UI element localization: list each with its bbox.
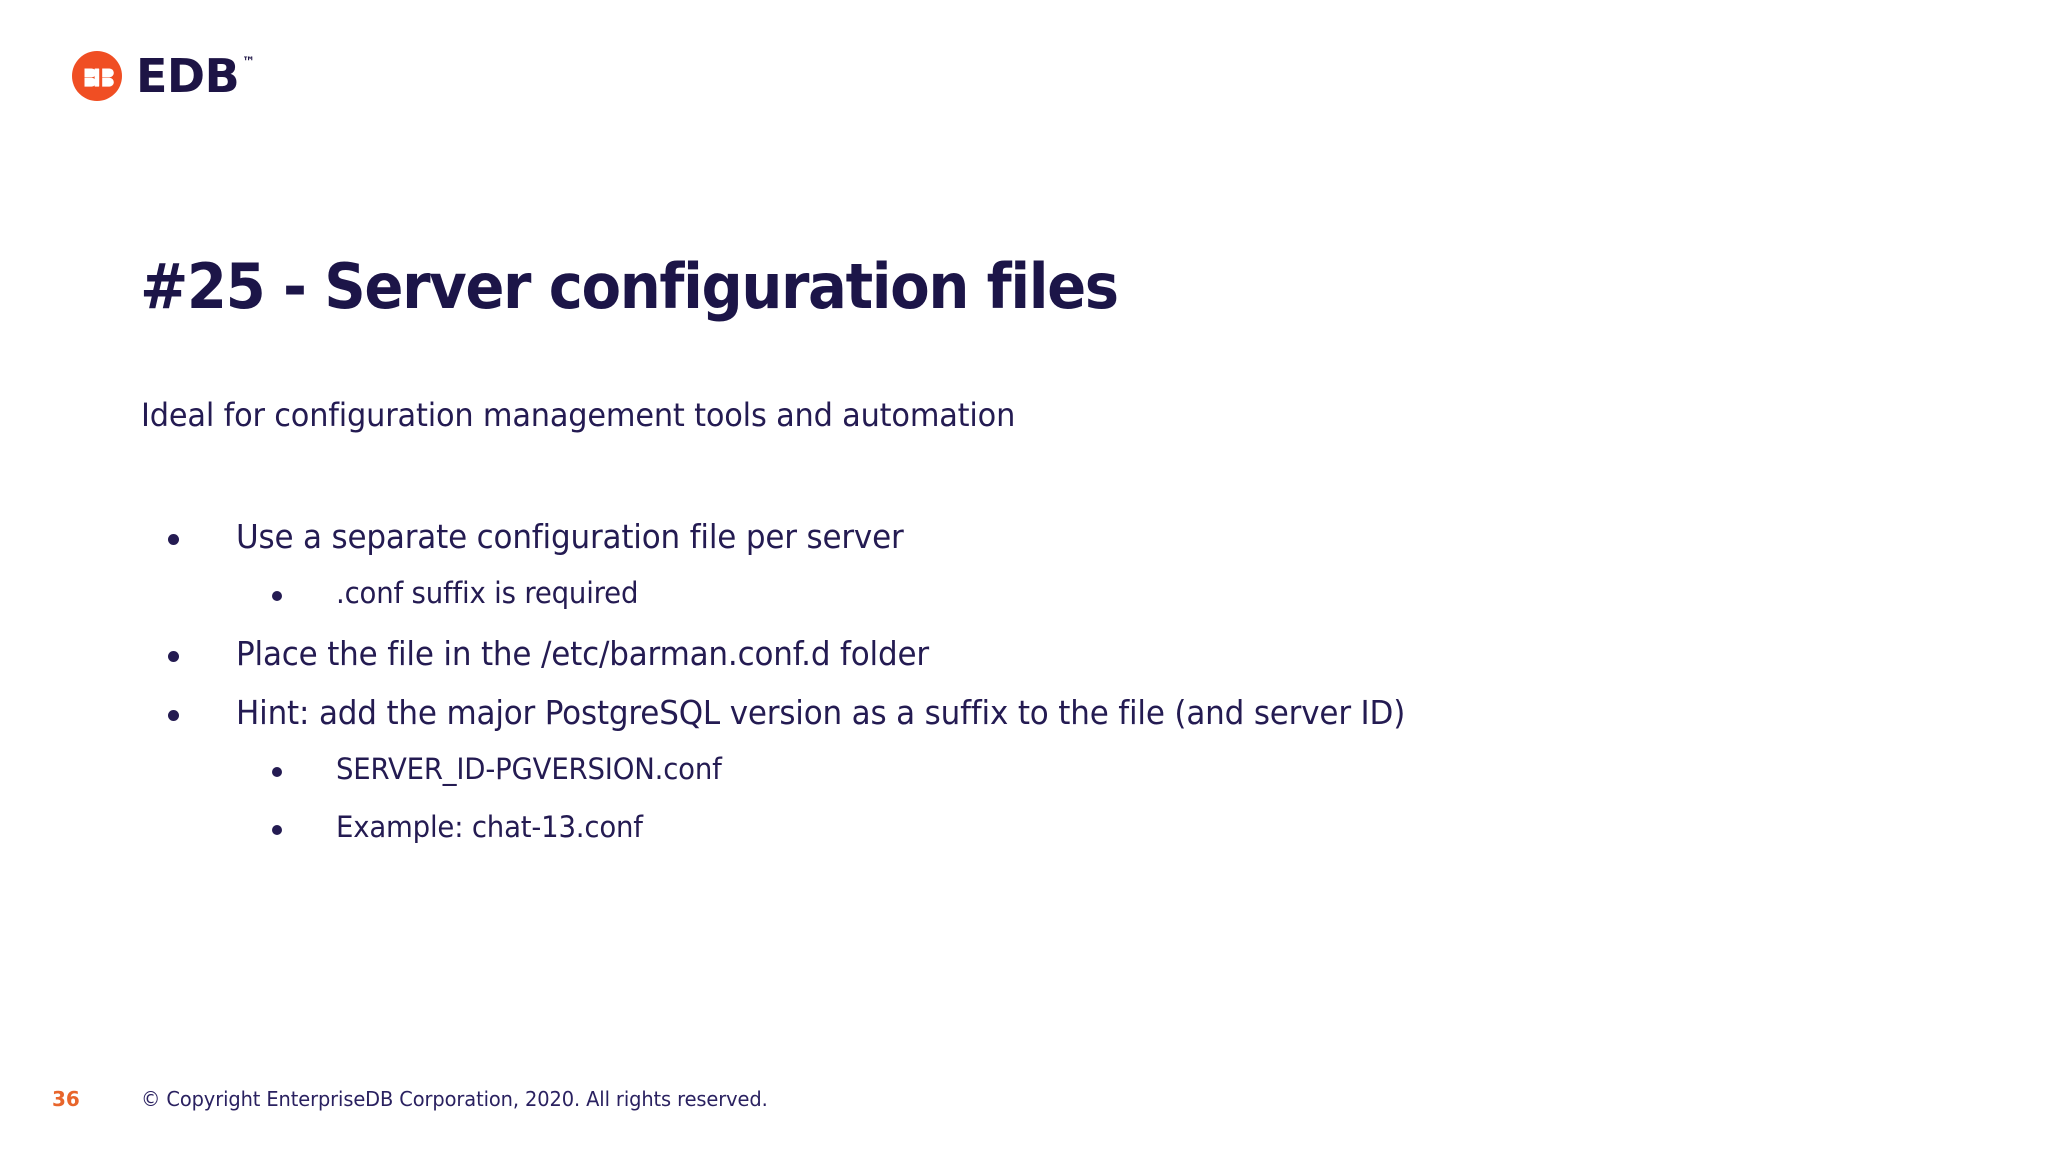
list-item-label: Hint: add the major PostgreSQL version a… (236, 693, 1406, 732)
list-item: Hint: add the major PostgreSQL version a… (168, 686, 1928, 739)
slide-footer: 36 © Copyright EnterpriseDB Corporation,… (0, 1085, 2048, 1125)
bullet-dot-icon (168, 641, 236, 671)
bullet-dot-icon (168, 700, 236, 730)
list-item-label: SERVER_ID-PGVERSION.conf (336, 752, 722, 786)
edb-logo: EDB ™ (72, 48, 255, 104)
list-item: .conf suffix is required (168, 569, 1928, 617)
list-item-label: Place the file in the /etc/barman.conf.d… (236, 634, 929, 673)
bullet-list: Use a separate configuration file per se… (168, 510, 1928, 861)
bullet-dot-icon (272, 816, 336, 842)
trademark-symbol: ™ (242, 55, 256, 70)
list-item: Place the file in the /etc/barman.conf.d… (168, 627, 1928, 680)
list-item: SERVER_ID-PGVERSION.conf (168, 745, 1928, 793)
edb-circle-mark-icon (72, 51, 122, 101)
list-item-label: .conf suffix is required (336, 576, 639, 610)
page-number: 36 (52, 1087, 80, 1111)
list-item: Example: chat-13.conf (168, 803, 1928, 851)
edb-wordmark: EDB ™ (136, 51, 255, 101)
copyright-notice: © Copyright EnterpriseDB Corporation, 20… (141, 1087, 768, 1111)
slide-subtitle: Ideal for configuration management tools… (141, 396, 1016, 434)
list-item-label: Use a separate configuration file per se… (236, 517, 904, 556)
edb-wordmark-text: EDB (136, 49, 240, 103)
list-item-label: Example: chat-13.conf (336, 810, 643, 844)
list-item: Use a separate configuration file per se… (168, 510, 1928, 563)
bullet-dot-icon (272, 758, 336, 784)
slide-title: #25 - Server configuration files (140, 249, 1119, 323)
bullet-dot-icon (168, 524, 236, 554)
bullet-dot-icon (272, 582, 336, 608)
